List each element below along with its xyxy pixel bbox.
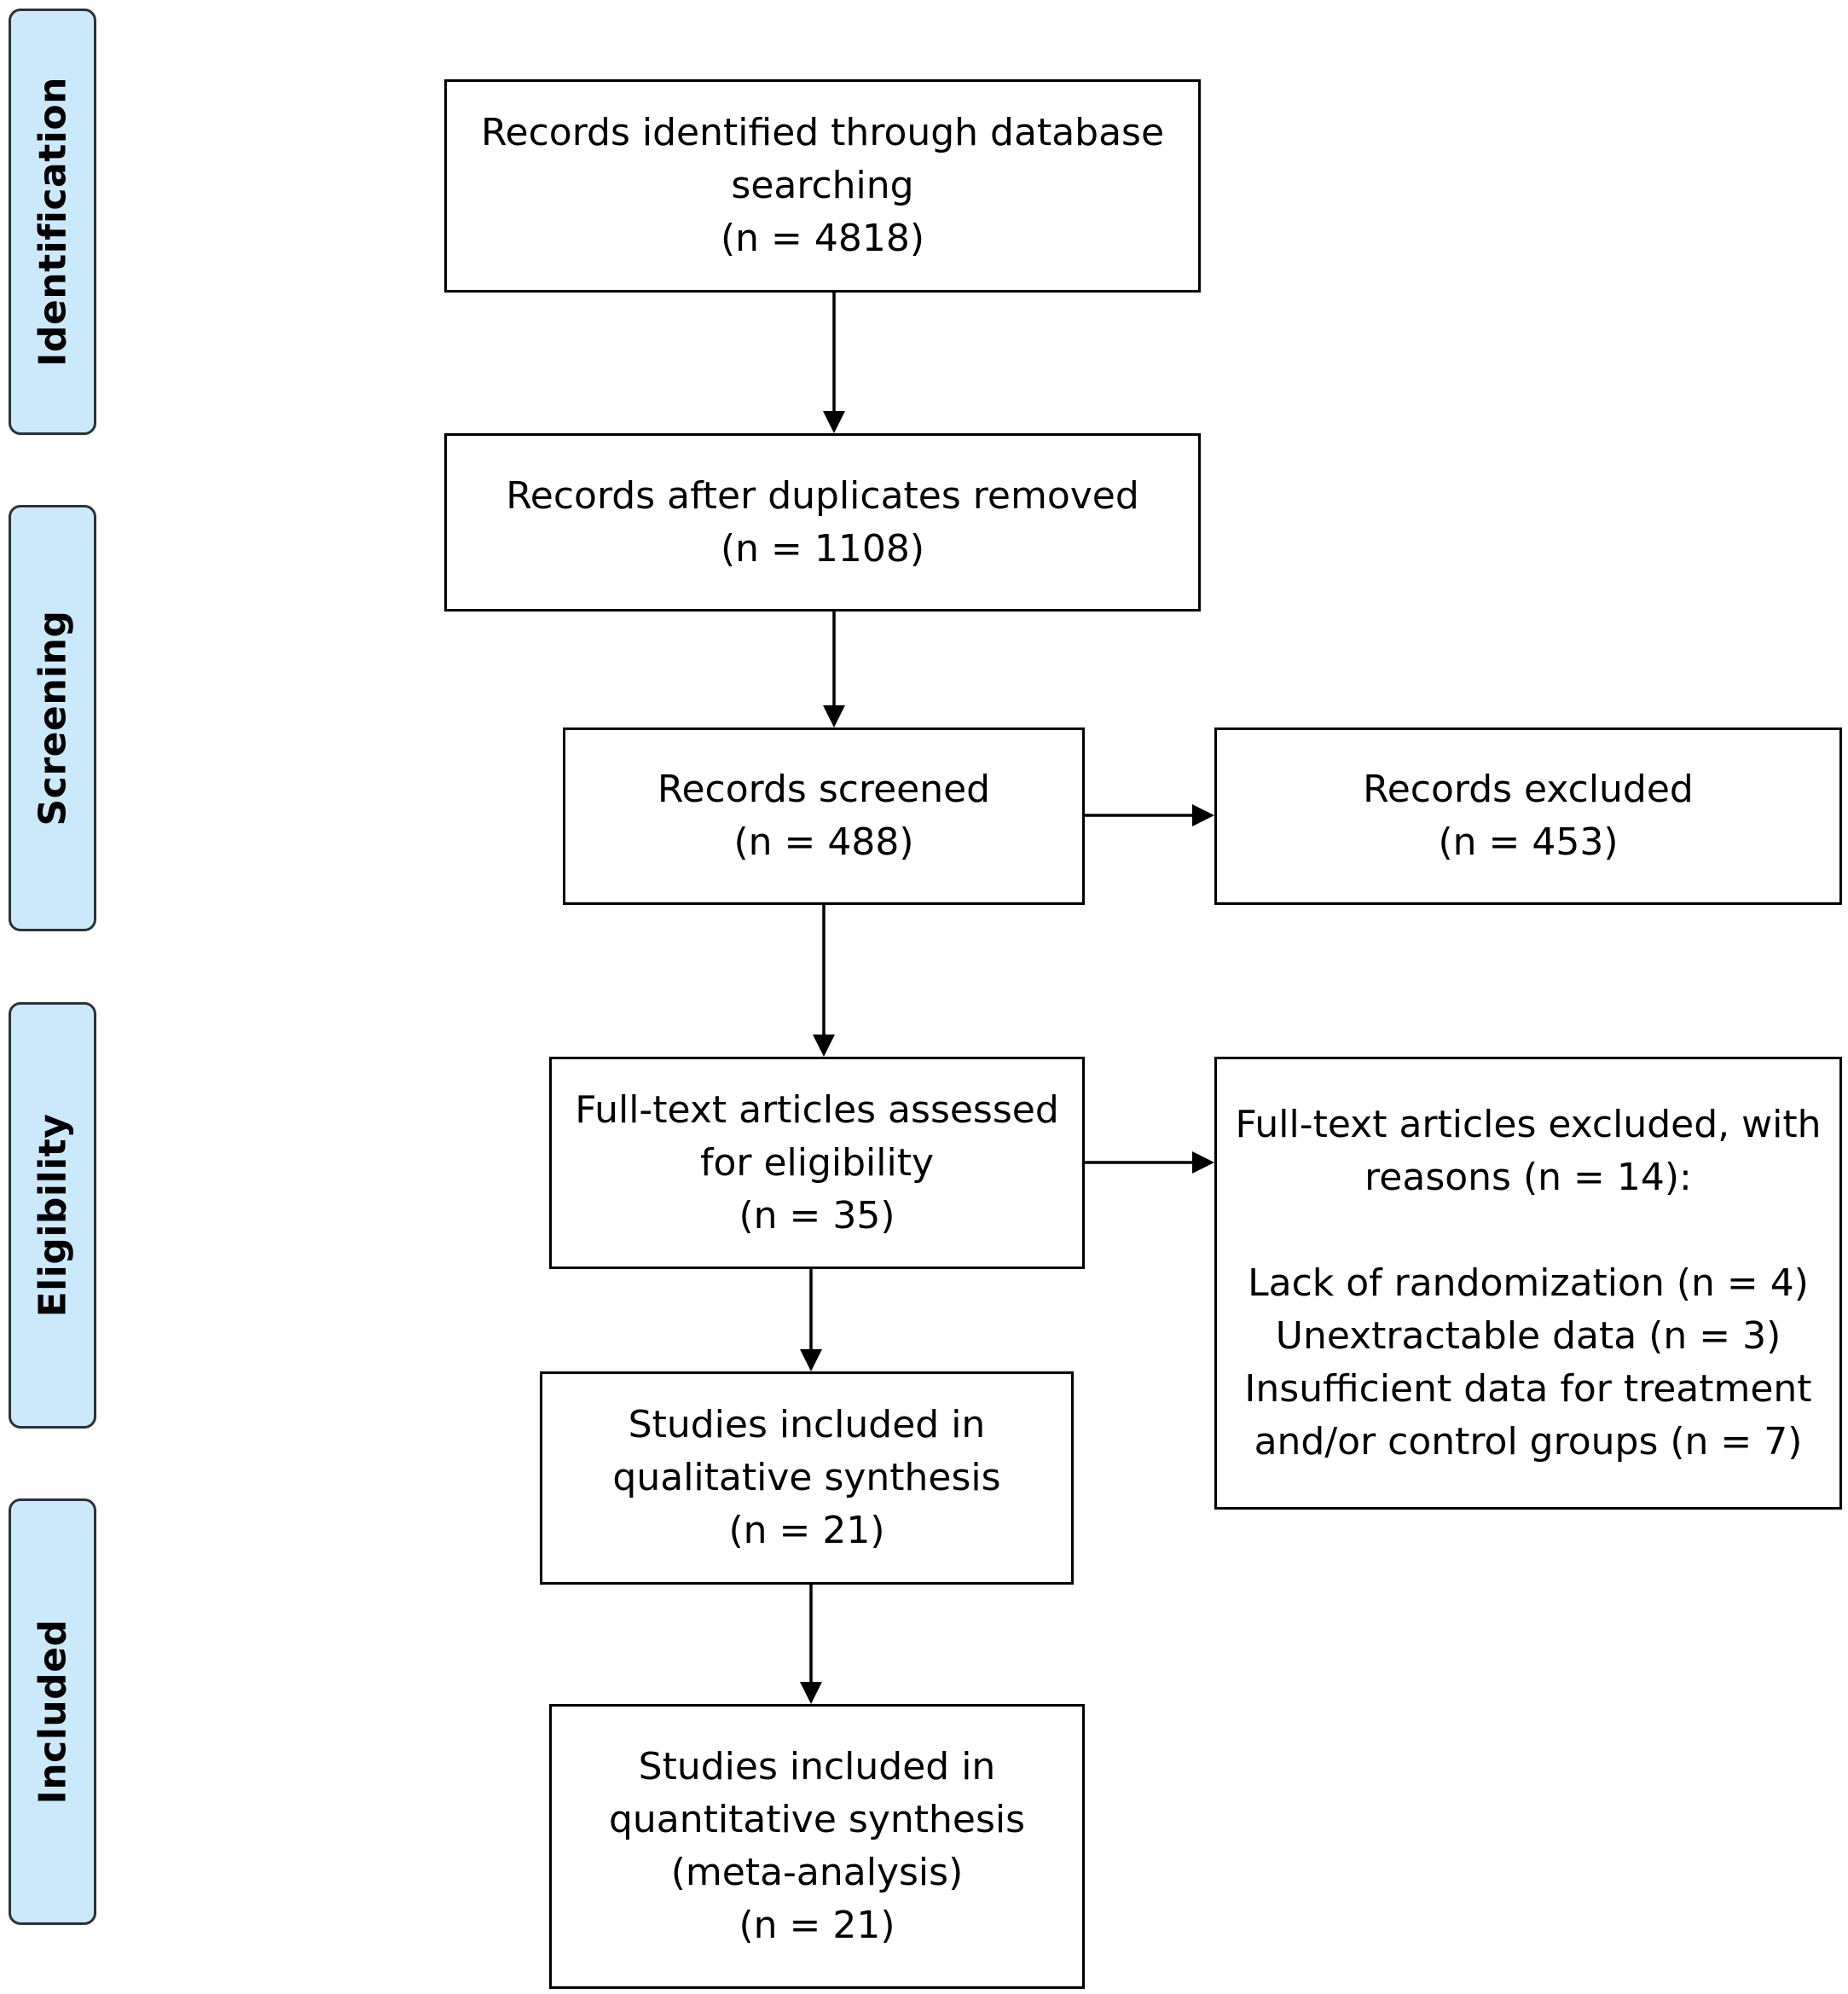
arrowhead-screened-to-excluded [1192,804,1214,826]
arrowhead-fulltext-to-excluded [1192,1151,1214,1174]
exclusion-reason: Lack of randomization (n = 4) [1248,1261,1809,1305]
phase-eligibility: Eligibility [9,1002,96,1429]
fulltext-excluded-line1: Full-text articles excluded, with [1235,1102,1822,1146]
phase-screening: Screening [9,505,96,931]
qualitative-line1: Studies included in [628,1403,986,1446]
records-screened-line1: Records screened [657,768,991,811]
quantitative-line1: Studies included in [638,1745,996,1788]
arrowhead-screened-to-fulltext [813,1035,835,1057]
fulltext-assessed-line1: Full-text articles assessed [575,1087,1059,1132]
records-identified-line1: Records identified through database [480,111,1165,154]
box-records-screened: Records screened (n = 488) [563,727,1085,905]
quantitative-line2: quantitative synthesis [608,1798,1026,1841]
exclusion-reason: Insufficient data for treatment [1244,1366,1812,1411]
arrowhead-identified-to-deduplicated [823,411,845,433]
box-fulltext-excluded: Full-text articles excluded, with reason… [1214,1057,1842,1510]
phase-identification: Identification [9,9,96,435]
qualitative-count: (n = 21) [728,1509,885,1552]
box-quantitative-synthesis: Studies included in quantitative synthes… [549,1704,1085,1989]
box-records-identified: Records identified through database sear… [444,79,1201,293]
fulltext-assessed-count: (n = 35) [739,1193,895,1238]
arrowhead-qualitative-to-quantitative [800,1682,822,1704]
box-fulltext-assessed: Full-text articles assessed for eligibil… [549,1057,1085,1269]
phase-included: Included [9,1498,96,1925]
box-records-deduplicated: Records after duplicates removed (n = 11… [444,433,1201,612]
box-records-excluded: Records excluded (n = 453) [1214,727,1842,905]
records-identified-line2: searching [731,164,914,207]
exclusion-reason: and/or control groups (n = 7) [1254,1419,1803,1464]
records-deduplicated-count: (n = 1108) [720,526,925,571]
exclusion-reason: Unextractable data (n = 3) [1275,1313,1781,1358]
quantitative-line3: (meta-analysis) [670,1851,964,1894]
records-excluded-count: (n = 453) [1438,820,1619,864]
qualitative-line2: qualitative synthesis [612,1456,1001,1499]
fulltext-excluded-line2: reasons (n = 14): [1364,1155,1692,1199]
quantitative-count: (n = 21) [739,1904,895,1947]
records-screened-count: (n = 488) [733,820,914,864]
records-deduplicated-line1: Records after duplicates removed [506,473,1139,518]
box-qualitative-synthesis: Studies included in qualitative synthesi… [540,1371,1074,1585]
arrowhead-deduplicated-to-screened [823,705,845,727]
arrowhead-fulltext-to-qualitative [800,1349,822,1371]
records-excluded-line1: Records excluded [1363,768,1694,811]
records-identified-count: (n = 4818) [720,217,925,260]
fulltext-assessed-line2: for eligibility [699,1140,935,1185]
